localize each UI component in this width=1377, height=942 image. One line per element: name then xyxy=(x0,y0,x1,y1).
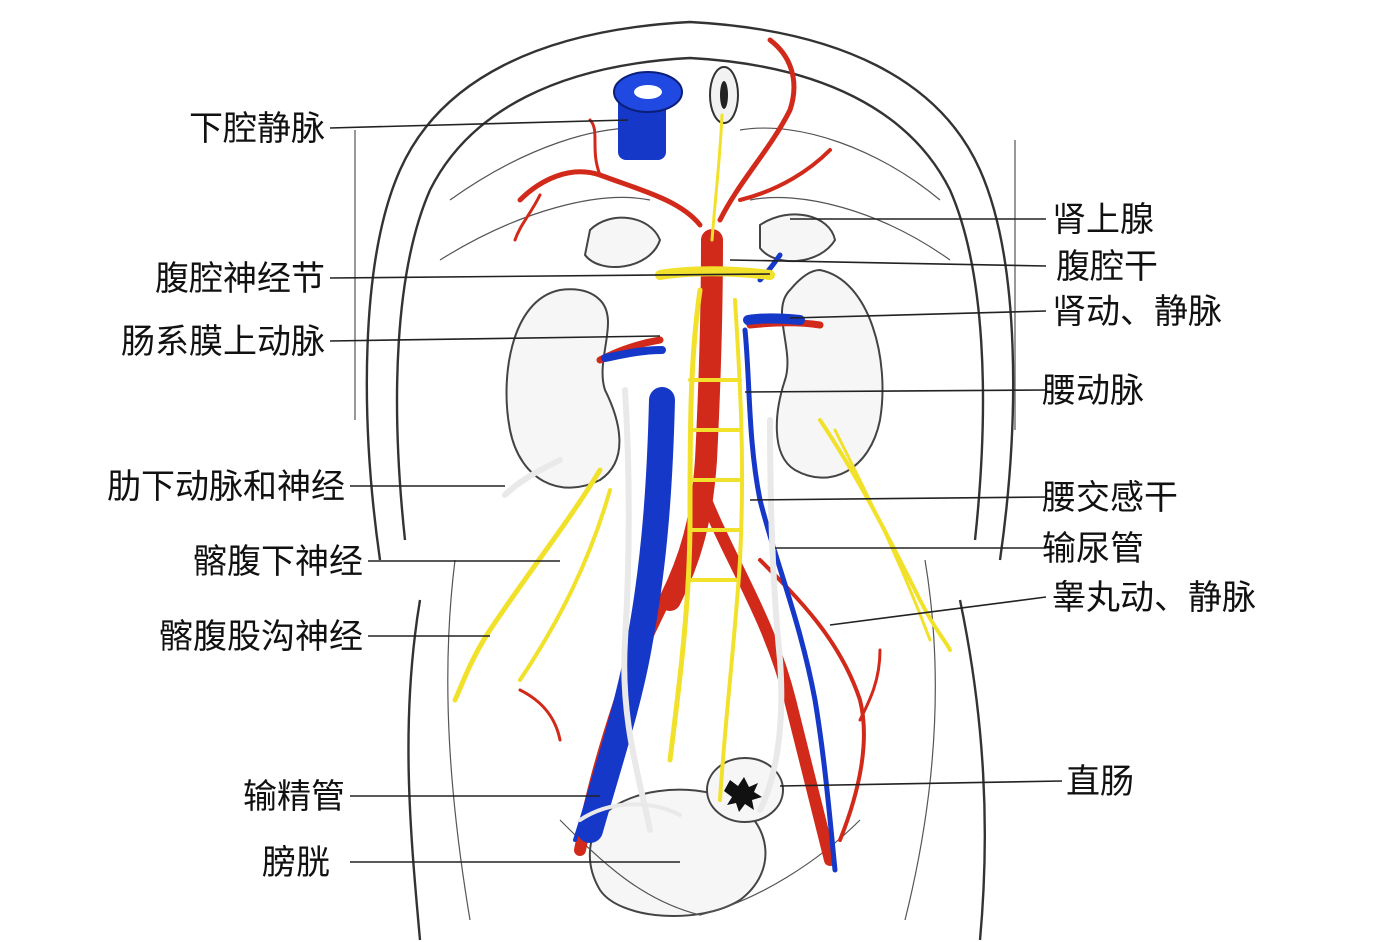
label-superior-mesenteric-artery: 肠系膜上动脉 xyxy=(121,322,325,362)
label-inferior-vena-cava: 下腔静脉 xyxy=(189,109,325,149)
label-ilioinguinal-nerve: 髂腹股沟神经 xyxy=(159,617,363,657)
label-celiac-ganglion: 腹腔神经节 xyxy=(155,259,325,299)
pelvic-organs xyxy=(559,757,861,917)
label-lumbar-artery: 腰动脉 xyxy=(1042,371,1144,411)
nerves xyxy=(452,113,952,802)
veins xyxy=(573,252,838,873)
label-rectum: 直肠 xyxy=(1066,762,1134,802)
label-lumbar-sympathetic-trunk: 腰交感干 xyxy=(1042,478,1178,518)
label-ureter: 输尿管 xyxy=(1042,529,1144,569)
label-testicular-artery-vein: 睾丸动、静脉 xyxy=(1052,578,1256,618)
right-adrenal xyxy=(759,213,837,263)
left-adrenal xyxy=(583,216,662,268)
rectum-lumen xyxy=(724,777,762,812)
abdominal-wall xyxy=(354,20,1016,941)
leader-lines xyxy=(329,119,1063,863)
left-labels: 下腔静脉 腹腔神经节 肠系膜上动脉 肋下动脉和神经 髂腹下神经 髂腹股沟神经 输… xyxy=(107,109,363,883)
label-vas-deferens: 输精管 xyxy=(243,777,345,817)
label-bladder: 膀胱 xyxy=(262,843,330,883)
left-kidney xyxy=(505,288,621,489)
right-kidney xyxy=(775,268,884,479)
ivc-stump xyxy=(613,71,683,160)
label-iliohypogastric-nerve: 髂腹下神经 xyxy=(193,542,363,582)
label-subcostal-artery-nerve: 肋下动脉和神经 xyxy=(107,467,345,507)
label-renal-artery-vein: 肾动、静脉 xyxy=(1052,292,1222,332)
kidneys xyxy=(505,213,884,489)
label-adrenal-gland: 肾上腺 xyxy=(1052,200,1154,240)
tubes xyxy=(502,387,785,833)
right-labels: 肾上腺 腹腔干 肾动、静脉 腰动脉 腰交感干 输尿管 睾丸动、静脉 直肠 xyxy=(1042,200,1256,802)
label-celiac-trunk: 腹腔干 xyxy=(1056,247,1158,287)
esophagus-stump xyxy=(709,66,739,124)
